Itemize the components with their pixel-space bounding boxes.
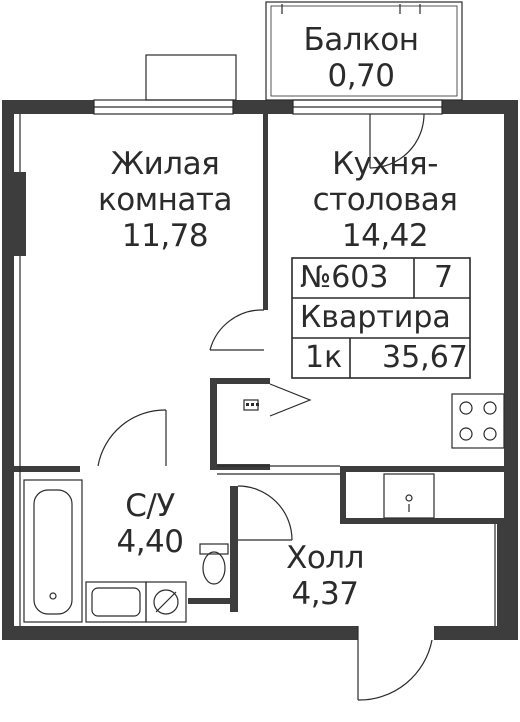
wall-top-middle <box>233 100 293 114</box>
wall-niche-left <box>340 466 346 524</box>
living-room-label: Жилая комната 11,78 <box>80 146 250 254</box>
hall-area: 4,37 <box>291 576 359 612</box>
wall-right-upper <box>504 100 518 520</box>
apartment-floor: 7 <box>434 260 454 295</box>
bathroom-label: С/У 4,40 <box>100 488 200 560</box>
kitchen-sink <box>383 473 435 519</box>
walls <box>2 100 518 640</box>
toilet-bowl <box>202 551 226 585</box>
wall-right-lower <box>497 520 518 640</box>
toilet-tank <box>199 543 229 555</box>
wall-closet-top <box>210 378 270 384</box>
wall-bath-top <box>14 466 80 472</box>
wall-left-pier <box>2 172 26 256</box>
kitchen-name-line1: Кухня- <box>332 146 438 182</box>
info-table <box>291 257 471 379</box>
wall-living-kitchen <box>263 110 268 310</box>
living-room-name-line2: комната <box>98 182 232 218</box>
wall-top-left <box>2 100 94 114</box>
washing-machine <box>145 581 187 623</box>
hall-name: Холл <box>286 540 364 576</box>
hall-label: Холл 4,37 <box>270 540 380 612</box>
kitchen-name-line2: столовая <box>312 182 458 218</box>
apartment-total-area: 35,67 <box>382 340 468 375</box>
apartment-rooms-count: 1к <box>305 340 343 375</box>
wall-closet-left <box>210 378 217 470</box>
wall-bath-right <box>230 486 238 612</box>
balcony-name: Балкон <box>303 22 419 58</box>
wall-top-right <box>442 100 518 114</box>
bathroom-name: С/У <box>125 488 175 524</box>
kitchen-area: 14,42 <box>341 218 429 254</box>
thin-lines <box>19 1 505 701</box>
wall-niche-bottom <box>340 518 504 524</box>
window-bay <box>145 54 237 101</box>
bathtub <box>23 479 83 623</box>
wall-bottom-right <box>434 626 518 640</box>
balcony-label: Балкон 0,70 <box>286 22 436 94</box>
wall-kitchen-bottom <box>340 466 504 472</box>
small-marks <box>246 403 259 406</box>
apartment-number: №603 <box>300 260 389 295</box>
apartment-type-label: Квартира <box>300 300 451 335</box>
living-room-name-line1: Жилая <box>110 146 220 182</box>
kitchen-label: Кухня- столовая 14,42 <box>300 146 470 254</box>
wall-bottom-left <box>2 626 358 640</box>
stove <box>451 393 505 449</box>
wall-bath-step <box>188 598 234 604</box>
bathroom-area: 4,40 <box>116 524 184 560</box>
living-room-area: 11,78 <box>121 218 209 254</box>
wall-closet-bottom <box>210 464 270 470</box>
balcony-area: 0,70 <box>327 58 395 94</box>
